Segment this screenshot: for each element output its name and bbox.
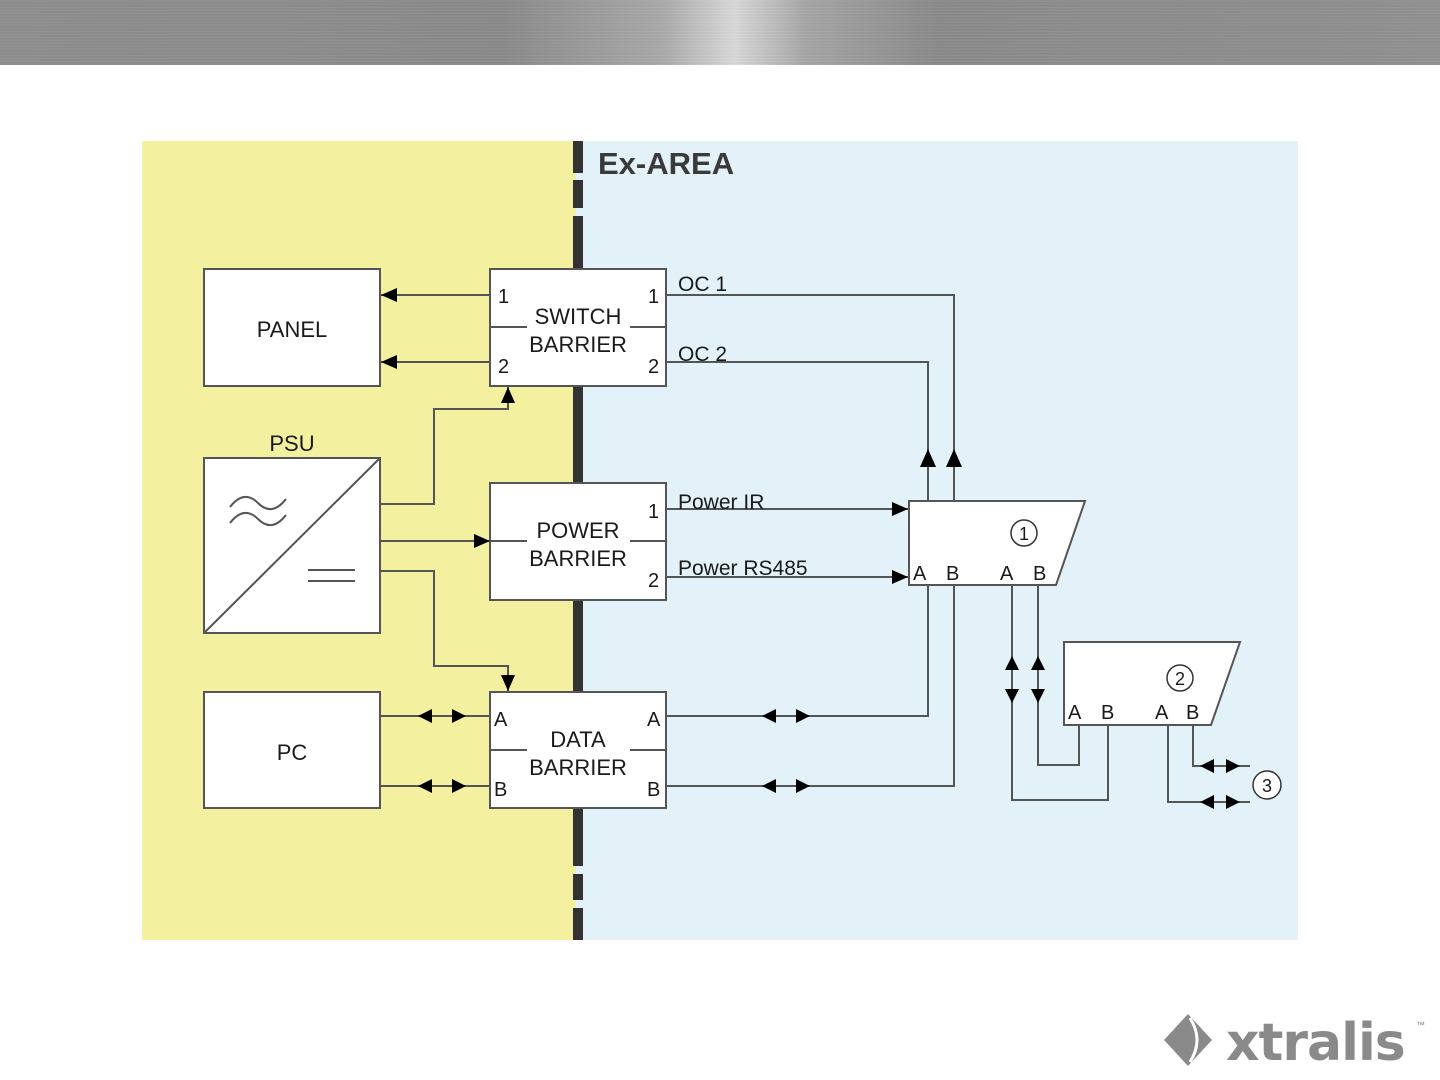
xtralis-logo: xtralis ™ [1164,1013,1425,1070]
device-1: 1 A B A B [908,500,1087,586]
device-1-port-a1: A [913,563,927,585]
device-2: 2 A B A B [1063,641,1242,726]
device-2-port-a2: A [1155,702,1169,724]
logo-trademark: ™ [1416,1020,1425,1030]
device-1-port-a2: A [1000,563,1014,585]
arrowheads [418,449,1240,809]
device-2-port-a1: A [1068,702,1082,724]
terminal-3-number: 3 [1262,776,1272,796]
switch-barrier-line2: BARRIER [529,332,627,357]
signal-oc1-label: OC 1 [678,273,727,296]
header-bar [0,0,1440,65]
data-left-port-b: B [494,779,507,801]
pc-label: PC [277,740,308,765]
switch-right-port-1: 1 [648,286,659,308]
signal-power-rs485-label: Power RS485 [678,557,808,580]
ex-area-label: Ex-AREA [598,146,734,181]
psu-label: PSU [269,431,314,456]
switch-right-port-2: 2 [648,356,659,378]
signal-power-ir-label: Power IR [678,491,764,514]
arrow-up-oc1 [946,449,962,467]
data-right-port-a: A [647,709,661,731]
arrow-up-oc2 [920,449,936,467]
wire-oc1 [666,294,955,447]
signal-oc2-label: OC 2 [678,343,727,366]
logo-text: xtralis [1226,1013,1405,1070]
device-2-number: 2 [1175,669,1185,689]
wire-psu-data [380,570,515,691]
wire-dev1b-dev2a [1037,585,1080,766]
panel-label: PANEL [257,317,328,342]
data-left-port-a: A [494,709,508,731]
ac-symbol-icon [229,496,287,526]
device-1-port-b2: B [1033,563,1046,585]
power-barrier-block: POWER BARRIER 1 2 [489,482,667,601]
power-right-port-1: 1 [648,501,659,523]
power-right-port-2: 2 [648,570,659,592]
psu-diagonal [203,457,381,634]
wire-data-a [666,585,929,717]
power-barrier-line2: BARRIER [529,546,627,571]
data-barrier-block: DATA BARRIER A B A B [489,691,667,809]
wire-psu-switch [380,387,515,505]
xtralis-diamond-icon [1164,1014,1212,1066]
data-barrier-line1: DATA [550,727,606,752]
terminal-3: 3 [1252,770,1282,800]
power-barrier-line1: POWER [536,518,619,543]
wire-oc2 [666,361,929,447]
device-2-port-b2: B [1186,702,1199,724]
device-1-number: 1 [1019,524,1029,544]
data-right-port-b: B [647,779,660,801]
switch-barrier-block: SWITCH BARRIER 1 2 1 2 [489,268,667,387]
switch-left-port-1: 1 [498,286,509,308]
device-2-port-b1: B [1101,702,1114,724]
data-barrier-line2: BARRIER [529,755,627,780]
switch-barrier-line1: SWITCH [535,304,622,329]
wire-dev2a-out [1167,725,1250,803]
device-1-port-b1: B [946,563,959,585]
pc-block [203,691,381,809]
panel-block [203,268,381,387]
dc-symbol-icon [308,569,355,582]
switch-left-port-2: 2 [498,356,509,378]
